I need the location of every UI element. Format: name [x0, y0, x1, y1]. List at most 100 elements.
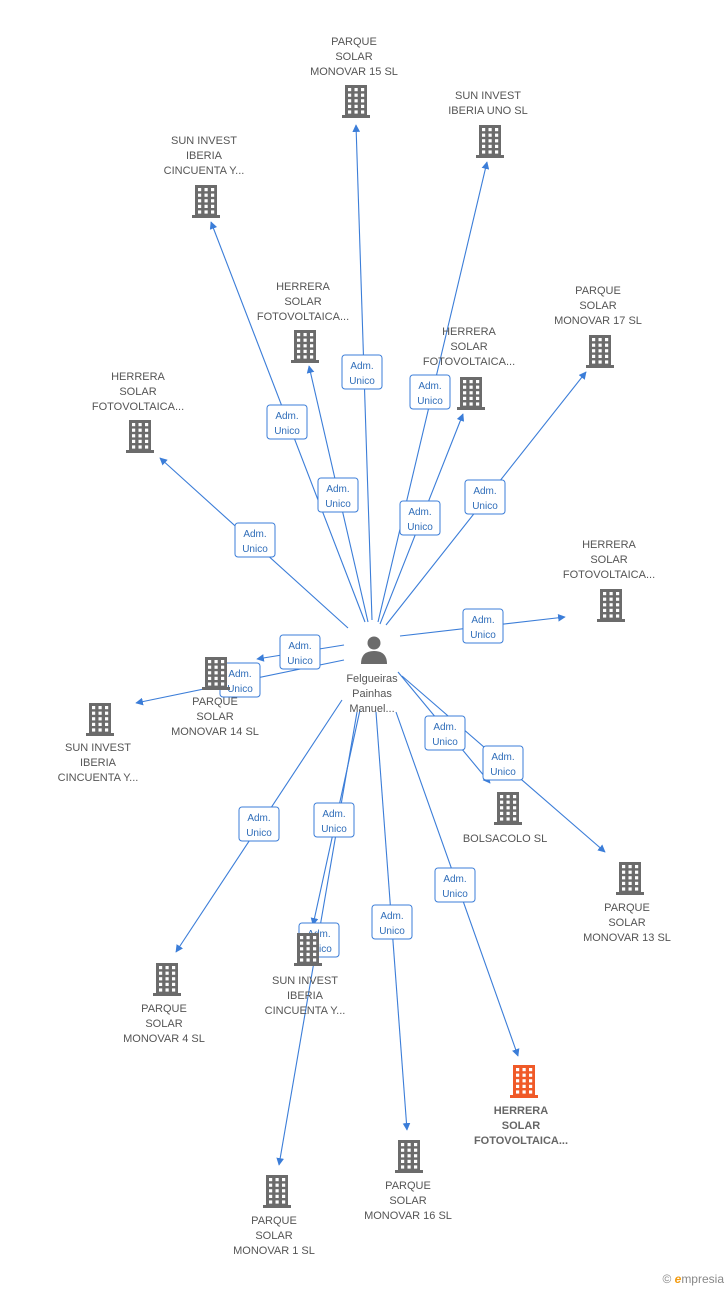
company-label: MONOVAR 13 SL [583, 932, 671, 944]
company-label: CINCUENTA Y... [58, 772, 139, 784]
company-label: SOLAR [389, 1195, 426, 1207]
company-label: SUN INVEST [171, 135, 237, 147]
company-label: SOLAR [196, 711, 233, 723]
company-label: FOTOVOLTAICA... [563, 569, 655, 581]
company-label: FOTOVOLTAICA... [423, 356, 515, 368]
badge-text: Adm. [350, 361, 373, 372]
company-label: IBERIA [80, 757, 117, 769]
badge-text: Unico [274, 426, 300, 437]
badge-text: Adm. [491, 752, 514, 763]
empresia-logo-text: mpresia [681, 1272, 724, 1286]
role-badge[interactable]: Adm.Unico [464, 479, 506, 515]
badge-text: Adm. [326, 484, 349, 495]
building-icon [294, 933, 322, 966]
company-label: HERRERA [111, 371, 165, 383]
building-icon [597, 589, 625, 622]
badge-text: Unico [321, 824, 347, 835]
role-badge[interactable]: Adm.Unico [234, 522, 276, 558]
company-node-n14[interactable]: SUN INVEST IBERIA CINCUENTA Y... [265, 933, 346, 1017]
role-badge[interactable]: Adm. Unico [409, 374, 451, 410]
company-label: CINCUENTA Y... [265, 1005, 346, 1017]
person-name: Painhas [352, 688, 392, 700]
badge-text: Adm. [418, 381, 441, 392]
building-icon [202, 657, 230, 690]
copyright-icon: © [662, 1272, 672, 1286]
badge-text: Unico [227, 684, 253, 695]
company-label: IBERIA [287, 990, 324, 1002]
badge-text: Unico [442, 889, 468, 900]
building-icon [616, 862, 644, 895]
role-badge[interactable]: Adm.Unico [482, 745, 524, 781]
badge-text: Adm. [471, 615, 494, 626]
company-label: MONOVAR 14 SL [171, 726, 259, 738]
company-node-n11[interactable]: BOLSACOLO SL [463, 792, 547, 845]
company-node-n1[interactable]: PARQUE SOLAR MONOVAR 15 SL [310, 36, 398, 118]
company-label: MONOVAR 15 SL [310, 66, 398, 78]
role-badge[interactable]: Adm.Unico [341, 354, 383, 390]
role-badge[interactable]: Adm. Unico [266, 404, 308, 440]
company-label: SOLAR [608, 917, 645, 929]
company-node-n9[interactable]: PARQUE SOLAR MONOVAR 14 SL [171, 657, 259, 738]
role-badge[interactable]: Adm.Unico [279, 634, 321, 670]
role-badge[interactable]: Adm.Unico [424, 715, 466, 751]
company-label: SUN INVEST [272, 975, 338, 987]
company-label: CINCUENTA Y... [164, 165, 245, 177]
role-badge[interactable]: Adm.Unico [434, 867, 476, 903]
company-label: MONOVAR 17 SL [554, 315, 642, 327]
building-icon [291, 330, 319, 363]
building-icon [342, 85, 370, 118]
badge-text: Unico [379, 926, 405, 937]
center-person[interactable]: FelgueirasPainhasManuel... [346, 636, 398, 716]
company-label: PARQUE [192, 696, 238, 708]
company-label: PARQUE [141, 1003, 187, 1015]
company-node-n3[interactable]: SUN INVEST IBERIA CINCUENTA Y... [164, 135, 245, 218]
company-label: IBERIA [186, 150, 223, 162]
person-name: Felgueiras [346, 673, 398, 685]
badge-text: Adm. [288, 641, 311, 652]
badge-text: Unico [246, 828, 272, 839]
company-label: HERRERA [494, 1105, 548, 1117]
company-label: SOLAR [284, 296, 321, 308]
building-icon [494, 792, 522, 825]
company-label: IBERIA UNO SL [448, 105, 527, 117]
role-badge[interactable]: Adm.Unico [399, 500, 441, 536]
company-label: HERRERA [442, 326, 496, 338]
company-label: SOLAR [335, 51, 372, 63]
badge-text: Unico [306, 944, 332, 955]
company-node-n15[interactable]: HERRERASOLARFOTOVOLTAICA... [474, 1065, 568, 1147]
role-badge[interactable]: Adm. Unico [317, 477, 359, 513]
company-label: PARQUE [251, 1215, 297, 1227]
badge-text: Adm. [228, 669, 251, 680]
company-node-n6[interactable]: HERRERASOLARFOTOVOLTAICA... [423, 326, 515, 410]
building-icon [153, 963, 181, 996]
company-node-n8[interactable]: HERRERASOLARFOTOVOLTAICA... [563, 539, 655, 622]
role-badge[interactable]: Adm.Unico [462, 608, 504, 644]
role-badge[interactable]: Adm.Unico [238, 806, 280, 842]
person-name: Manuel... [349, 703, 394, 715]
company-node-n7[interactable]: HERRERA SOLAR FOTOVOLTAICA... [92, 371, 184, 453]
badge-text: Adm. [275, 411, 298, 422]
badge-text: Adm. [473, 486, 496, 497]
company-label: PARQUE [331, 36, 377, 48]
company-label: SOLAR [119, 386, 156, 398]
role-badge[interactable]: Adm.Unico [313, 802, 355, 838]
empresia-logo-initial: e [674, 1272, 682, 1286]
company-label: SOLAR [590, 554, 627, 566]
company-label: FOTOVOLTAICA... [92, 401, 184, 413]
role-badge[interactable]: Adm.Unico [371, 904, 413, 940]
company-node-n4[interactable]: HERRERASOLARFOTOVOLTAICA... [257, 281, 349, 363]
badge-text: Unico [432, 737, 458, 748]
badge-text: Adm. [408, 507, 431, 518]
badge-text: Unico [417, 396, 443, 407]
badge-text: Unico [325, 499, 351, 510]
company-label: FOTOVOLTAICA... [257, 311, 349, 323]
